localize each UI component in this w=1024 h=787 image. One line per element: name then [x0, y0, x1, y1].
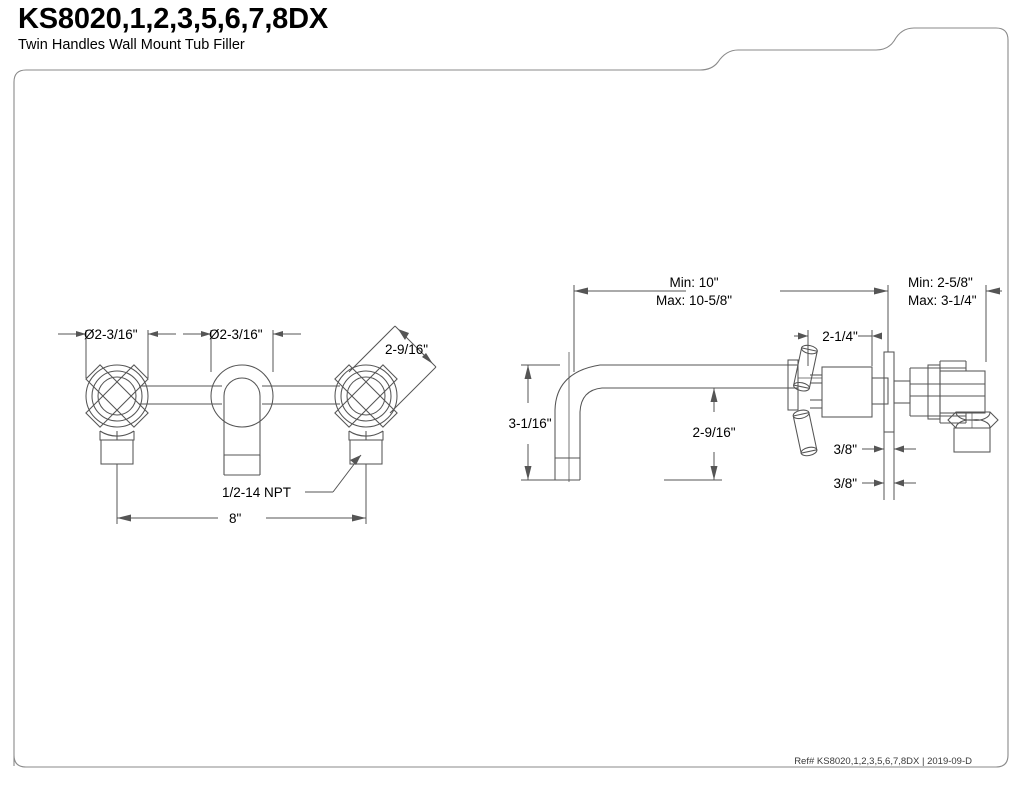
side-valve-shank: [871, 377, 889, 405]
side-spout-arm: [700, 364, 792, 389]
side-view-dimensions: [521, 285, 1002, 500]
page-title: KS8020,1,2,3,5,6,7,8DX: [18, 3, 328, 35]
front-view-dimensions: [58, 325, 437, 524]
dim-center-escutcheon-diameter: Ø2-3/16": [209, 327, 263, 342]
front-right-tube: [262, 385, 340, 405]
dim-thread-note: 1/2-14 NPT: [222, 485, 291, 500]
dim-center-to-center: 8": [229, 511, 242, 526]
dim-flange-thickness-upper: 3/8": [833, 442, 857, 457]
front-right-cross-handle: [334, 364, 398, 465]
side-cross-handle-stems: [792, 344, 818, 457]
side-view-group: [554, 344, 999, 482]
front-center-spout: [210, 364, 274, 476]
dim-spout-height: 2-9/16": [692, 425, 735, 440]
reference-footer: Ref# KS8020,1,2,3,5,6,7,8DX | 2019-09-D: [794, 756, 972, 767]
dim-wall-depth-min: Min: 2-5/8": [908, 275, 973, 290]
dim-wall-depth-max: Max: 3-1/4": [908, 293, 977, 308]
dim-valve-body-length: 2-1/4": [822, 329, 858, 344]
front-view-group: [85, 364, 398, 476]
front-left-cross-handle: [85, 364, 149, 465]
side-view-dimension-labels: Min: 10" Max: 10-5/8" Min: 2-5/8" Max: 3…: [508, 275, 976, 491]
page-border-frame: [13, 27, 1009, 768]
dim-left-escutcheon-diameter: Ø2-3/16": [84, 327, 138, 342]
dim-spout-drop: 3-1/16": [508, 416, 551, 431]
side-inlet-fitting: [893, 360, 986, 424]
dim-flange-thickness-lower: 3/8": [833, 476, 857, 491]
side-valve-body: [821, 366, 873, 418]
side-trim-sleeve: [787, 359, 799, 411]
front-left-tube: [139, 385, 222, 405]
title-block: KS8020,1,2,3,5,6,7,8DX Twin Handles Wall…: [18, 4, 328, 55]
page-subtitle: Twin Handles Wall Mount Tub Filler: [18, 37, 245, 54]
dim-spout-reach-min: Min: 10": [669, 275, 718, 290]
side-wall-flange: [883, 351, 895, 433]
dim-spout-reach-max: Max: 10-5/8": [656, 293, 732, 308]
side-hex-nut: [947, 411, 999, 453]
front-view-dimension-labels: Ø2-3/16" Ø2-3/16" 2-9/16" 1/2-14 NPT 8": [84, 327, 428, 526]
side-valve-stems: [798, 374, 822, 409]
side-spout-elbow: [554, 352, 700, 482]
dim-handle-diagonal: 2-9/16": [385, 342, 428, 357]
